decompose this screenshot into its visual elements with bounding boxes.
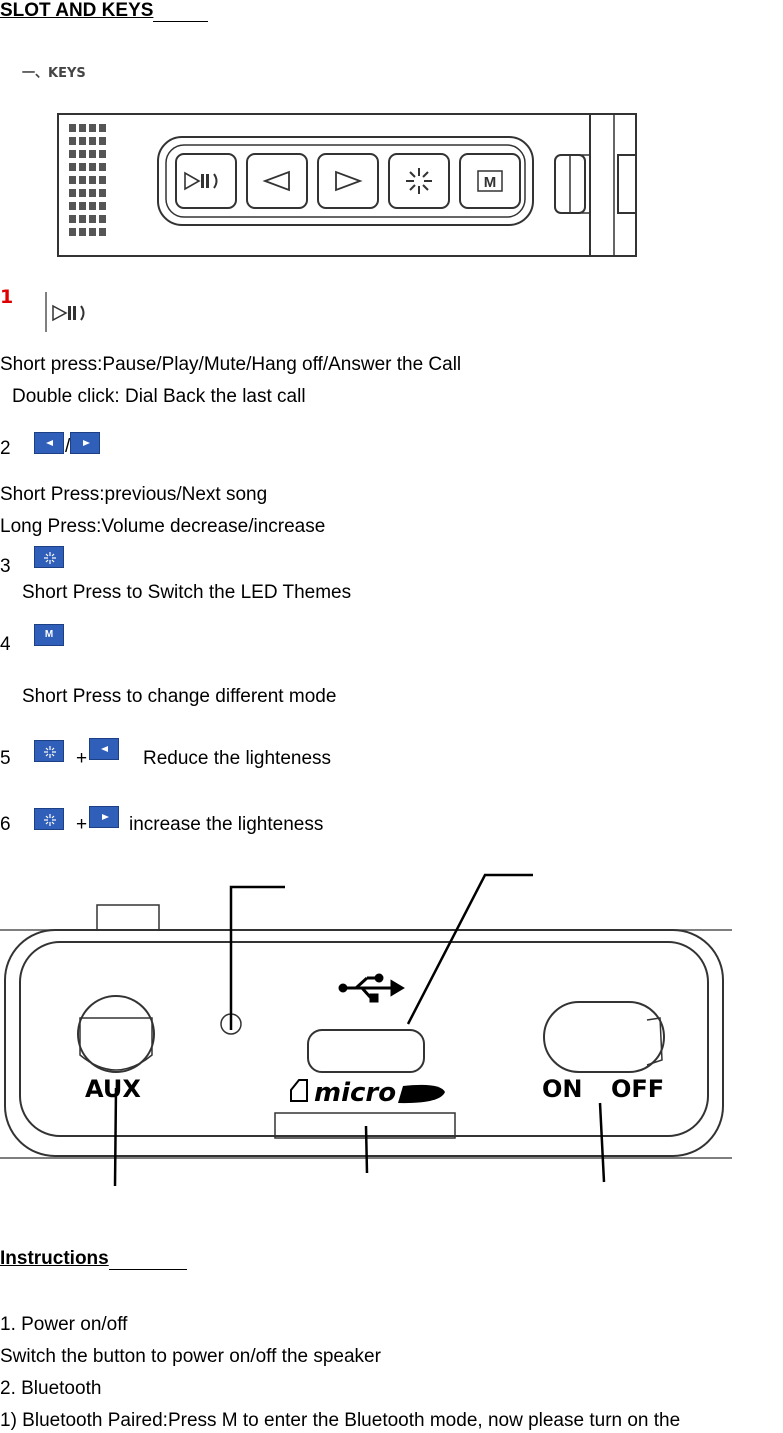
- micro-label: micro: [314, 1078, 396, 1108]
- previous-icon: [34, 432, 64, 454]
- item-6-number: 6: [0, 814, 11, 835]
- grille-hole: [99, 228, 106, 236]
- item-6-plus: +: [76, 814, 88, 835]
- next-icon: [89, 806, 119, 828]
- grille-hole: [69, 202, 76, 210]
- grille-hole: [69, 189, 76, 197]
- grille-hole: [99, 176, 106, 184]
- item-4-number: 4: [0, 634, 11, 655]
- grille-hole: [99, 189, 106, 197]
- grille-hole: [99, 163, 106, 171]
- grille-hole: [69, 124, 76, 132]
- grille-hole: [89, 228, 96, 236]
- item-5-plus: +: [76, 748, 88, 769]
- aux-label: AUX: [85, 1075, 141, 1103]
- item-6-text: increase the lighteness: [129, 814, 324, 835]
- m-button-label: M: [484, 174, 497, 191]
- item-1-line-1: Short press:Pause/Play/Mute/Hang off/Ans…: [0, 354, 462, 375]
- grille-hole: [69, 228, 76, 236]
- item-5-text: Reduce the lighteness: [143, 748, 332, 769]
- item-2-line-2: Long Press:Volume decrease/increase: [0, 516, 326, 537]
- slot-panel-figure: micro AUX ON OFF: [0, 873, 732, 1187]
- grille-hole: [69, 137, 76, 145]
- grille-hole: [79, 176, 86, 184]
- item-3-number: 3: [0, 556, 11, 577]
- instructions-line-2: Switch the button to power on/off the sp…: [0, 1346, 381, 1367]
- grille-hole: [79, 228, 86, 236]
- item-2-number: 2: [0, 438, 11, 459]
- grille-hole: [79, 215, 86, 223]
- item-2-line-1: Short Press:previous/Next song: [0, 484, 268, 505]
- mode-m-icon: M: [34, 624, 64, 646]
- item-1-line-2: Double click: Dial Back the last call: [12, 386, 306, 407]
- previous-icon: [89, 738, 119, 760]
- grille-hole: [69, 163, 76, 171]
- grille-hole: [89, 176, 96, 184]
- grille-hole: [79, 163, 86, 171]
- microsd-logo: micro: [290, 1078, 445, 1108]
- grille-hole: [99, 150, 106, 158]
- grille-hole: [99, 137, 106, 145]
- grille-hole: [69, 150, 76, 158]
- grille-hole: [89, 189, 96, 197]
- play-pause-icon: [45, 292, 85, 332]
- grille-hole: [99, 124, 106, 132]
- instructions-line-3: 2. Bluetooth: [0, 1378, 102, 1399]
- grille-hole: [89, 163, 96, 171]
- item-4-line-1: Short Press to change different mode: [22, 686, 337, 707]
- led-icon: [34, 546, 64, 568]
- next-icon: [70, 432, 100, 454]
- grille-hole: [79, 189, 86, 197]
- grille-hole: [79, 202, 86, 210]
- grille-hole: [89, 137, 96, 145]
- grille-hole: [79, 124, 86, 132]
- led-icon: [34, 808, 64, 830]
- keys-caption: 一、KEYS: [22, 66, 86, 81]
- keys-panel-figure: M: [57, 113, 637, 257]
- item-2-separator: /: [65, 436, 71, 457]
- page-title: SLOT AND KEYS: [0, 0, 209, 22]
- usb-icon: [338, 973, 405, 1003]
- item-5-number: 5: [0, 748, 11, 769]
- instructions-line-4: 1) Bluetooth Paired:Press M to enter the…: [0, 1410, 681, 1431]
- grille-hole: [99, 202, 106, 210]
- off-label: OFF: [611, 1075, 664, 1103]
- item-3-line-1: Short Press to Switch the LED Themes: [22, 582, 352, 603]
- grille-hole: [89, 215, 96, 223]
- instructions-title: Instructions: [0, 1248, 187, 1270]
- grille-hole: [89, 150, 96, 158]
- instructions-line-1: 1. Power on/off: [0, 1314, 128, 1335]
- on-label: ON: [542, 1075, 583, 1103]
- item-1-number: 1: [0, 286, 14, 308]
- grille-hole: [79, 137, 86, 145]
- grille-hole: [69, 215, 76, 223]
- led-icon: [34, 740, 64, 762]
- grille-hole: [99, 215, 106, 223]
- grille-hole: [69, 176, 76, 184]
- grille-hole: [89, 124, 96, 132]
- grille-hole: [79, 150, 86, 158]
- grille-hole: [89, 202, 96, 210]
